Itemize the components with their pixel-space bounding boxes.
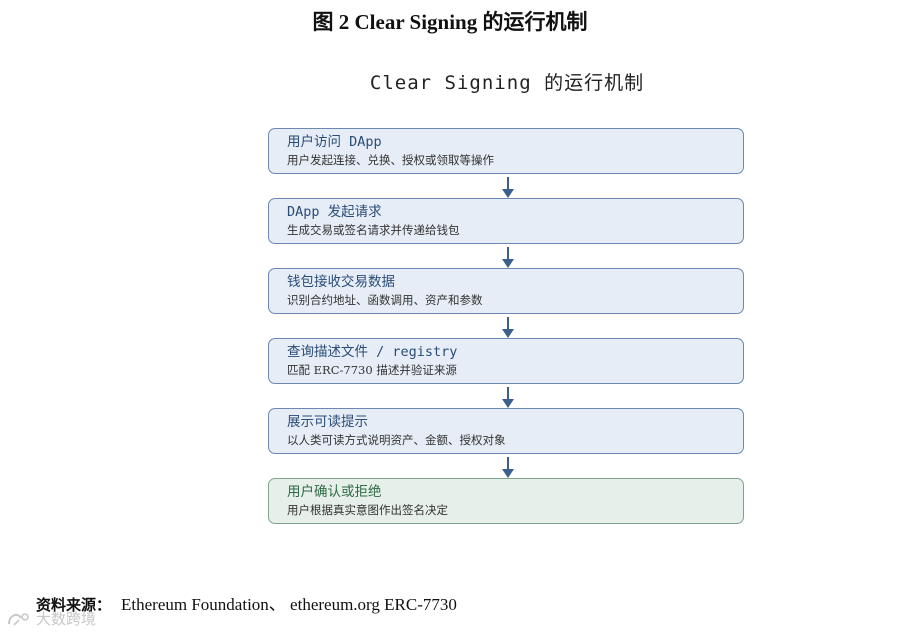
flow-arrow-down-icon	[502, 317, 514, 338]
step-desc: 生成交易或签名请求并传递给钱包	[287, 223, 460, 237]
flow-step-user-decision: 用户确认或拒绝 用户根据真实意图作出签名决定	[268, 478, 744, 524]
step-title: 展示可读提示	[287, 414, 368, 430]
step-desc: 识别合约地址、函数调用、资产和参数	[287, 293, 483, 307]
watermark-text: 大数跨境	[36, 610, 97, 628]
step-desc: 匹配 ERC-7730 描述并验证来源	[287, 363, 457, 377]
brand-logo-icon	[8, 612, 29, 626]
flow-step-query-registry: 查询描述文件 / registry 匹配 ERC-7730 描述并验证来源	[268, 338, 744, 384]
flow-step-wallet-receive: 钱包接收交易数据 识别合约地址、函数调用、资产和参数	[268, 268, 744, 314]
source-text: Ethereum Foundation、 ethereum.org ERC-77…	[121, 595, 457, 614]
flow-arrow-down-icon	[502, 177, 514, 198]
source-label: 资料来源：	[36, 596, 112, 614]
step-title: 用户确认或拒绝	[287, 484, 382, 500]
step-title: DApp 发起请求	[287, 204, 382, 220]
step-desc: 用户发起连接、兑换、授权或领取等操作	[287, 153, 494, 167]
step-desc: 以人类可读方式说明资产、金额、授权对象	[287, 433, 506, 447]
figure-caption: 图 2 Clear Signing 的运行机制	[312, 10, 588, 34]
step-title: 查询描述文件 / registry	[287, 344, 458, 360]
flow-step-dapp-request: DApp 发起请求 生成交易或签名请求并传递给钱包	[268, 198, 744, 244]
watermark: 大数跨境	[6, 608, 96, 629]
flow-arrow-down-icon	[502, 247, 514, 268]
step-title: 钱包接收交易数据	[287, 274, 395, 290]
source-note: 资料来源： Ethereum Foundation、 ethereum.org E…	[36, 590, 457, 615]
flow-arrow-down-icon	[502, 387, 514, 408]
flow-arrow-down-icon	[502, 457, 514, 478]
flow-step-show-readable: 展示可读提示 以人类可读方式说明资产、金额、授权对象	[268, 408, 744, 454]
diagram-title: Clear Signing 的运行机制	[369, 72, 645, 94]
step-title: 用户访问 DApp	[287, 134, 382, 150]
flow-step-visit-dapp: 用户访问 DApp 用户发起连接、兑换、授权或领取等操作	[268, 128, 744, 174]
step-desc: 用户根据真实意图作出签名决定	[287, 503, 448, 517]
